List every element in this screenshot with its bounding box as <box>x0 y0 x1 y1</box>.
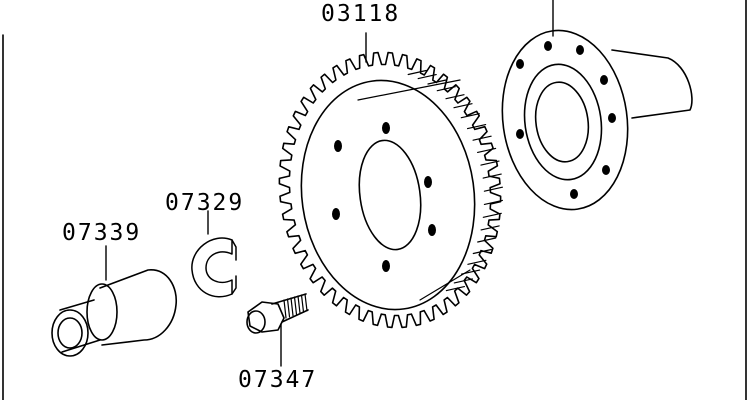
bolt-thread-line <box>293 296 298 315</box>
part-number-ring-gear: 03118 <box>321 1 401 27</box>
gear-face-hatching <box>407 69 503 292</box>
gear-hatch-line <box>467 123 487 130</box>
gear-hatch-line <box>477 147 497 153</box>
leader-lines <box>105 0 554 367</box>
bolt-thread-line <box>283 299 287 319</box>
gear-hatch-line <box>480 160 500 166</box>
gear-hatch-line <box>427 79 447 85</box>
bolt-thread-line <box>300 294 305 313</box>
ring-gear <box>278 51 503 329</box>
bolt-thread-line <box>297 295 301 314</box>
gear-hatch-line <box>477 237 497 243</box>
gear-hatch-line <box>472 135 492 141</box>
pinion-shaft <box>51 269 177 357</box>
gear-hatch-line <box>482 212 502 218</box>
gear-hatch-line <box>445 94 465 100</box>
bolt-thread-line <box>286 298 291 318</box>
gear-hatch-line <box>483 186 503 192</box>
gear-hatch-line <box>445 286 465 292</box>
bolt-thread <box>283 293 308 319</box>
gear-hatch-line <box>467 259 487 265</box>
part-number-pinion-shaft: 07339 <box>62 220 142 246</box>
gear-hatch-line <box>460 113 480 119</box>
gear-teeth-outline <box>278 51 502 329</box>
gear-hatch-line <box>407 69 427 76</box>
gear-hatch-line <box>453 103 473 109</box>
part-number-bolt: 07347 <box>238 367 318 393</box>
differential-case <box>501 29 693 211</box>
bolt <box>246 293 309 334</box>
gear-bolt-holes <box>332 122 436 272</box>
bolt-thread-line <box>290 297 294 317</box>
gear-hatch-line <box>480 225 500 231</box>
gear-hatch-line <box>461 269 481 275</box>
gear-hatch-line <box>482 173 502 179</box>
case-bolt-holes <box>516 41 616 199</box>
snap-ring <box>191 237 237 298</box>
part-number-snap-ring: 07329 <box>165 190 245 216</box>
bolt-thread-line <box>304 293 308 312</box>
gear-hatch-line <box>483 199 503 205</box>
gear-hatch-line <box>417 73 437 80</box>
gear-hatch-line <box>472 248 492 255</box>
gear-hatch-line <box>436 86 456 92</box>
gear-hatch-line <box>453 278 473 284</box>
